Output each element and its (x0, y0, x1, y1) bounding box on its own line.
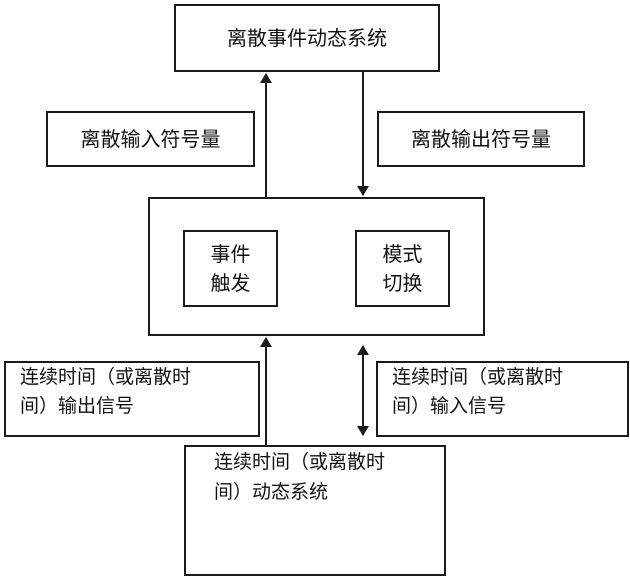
mode-switch-line-2: 切换 (382, 270, 423, 295)
discrete-output-symbol-box: 离散输出符号量 (377, 111, 585, 167)
input-signal-box: 连续时间（或离散时 间）输入信号 (376, 361, 629, 437)
discrete-input-symbol-box: 离散输入符号量 (46, 111, 255, 167)
output-signal-box: 连续时间（或离散时 间）输出信号 (4, 361, 260, 437)
output-signal-line-2: 间）输出信号 (20, 395, 135, 418)
continuous-dynamic-system-line-2: 间）动态系统 (214, 481, 329, 504)
continuous-dynamic-system-box: 连续时间（或离散时 间）动态系统 (184, 445, 446, 576)
input-signal-line-1: 连续时间（或离散时 (392, 366, 564, 388)
event-trigger-line-1: 事件 (210, 241, 251, 266)
discrete-event-system-label: 离散事件动态系统 (227, 26, 387, 50)
input-signal-line-2: 间）输入信号 (392, 395, 507, 418)
discrete-input-symbol-label: 离散输入符号量 (80, 127, 221, 151)
discrete-output-symbol-label: 离散输出符号量 (411, 127, 551, 151)
event-trigger-box: 事件 触发 (183, 230, 278, 307)
continuous-dynamic-system-line-1: 连续时间（或离散时 (214, 451, 386, 473)
mode-switch-line-1: 模式 (382, 241, 423, 266)
output-signal-line-1: 连续时间（或离散时 (20, 366, 192, 388)
mode-switch-box: 模式 切换 (355, 230, 450, 307)
event-trigger-line-2: 触发 (210, 270, 251, 295)
discrete-event-system-box: 离散事件动态系统 (174, 4, 440, 72)
